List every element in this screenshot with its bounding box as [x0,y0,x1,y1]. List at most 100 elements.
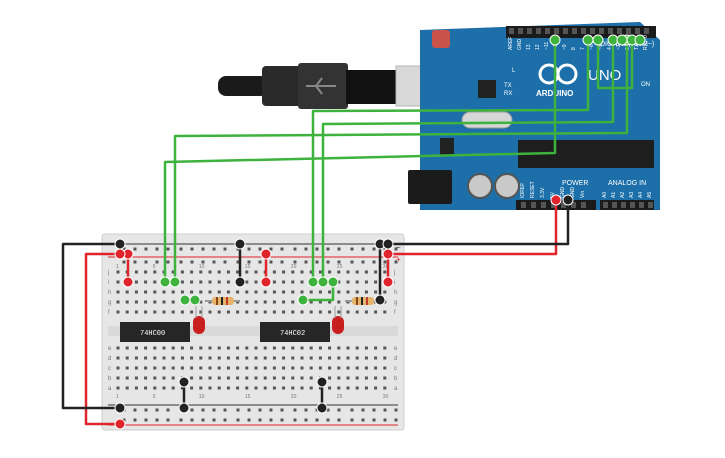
breadboard-hole[interactable] [318,300,322,304]
breadboard-hole[interactable] [364,346,368,350]
breadboard-hole[interactable] [263,346,267,350]
rail-hole[interactable] [144,260,148,264]
breadboard-hole[interactable] [282,376,286,380]
reset-button[interactable] [432,30,450,48]
breadboard-hole[interactable] [328,376,332,380]
rail-hole[interactable] [372,408,376,412]
wire-endpoint[interactable] [562,194,574,206]
breadboard-hole[interactable] [190,280,194,284]
breadboard-hole[interactable] [226,280,230,284]
breadboard-hole[interactable] [199,366,203,370]
wire-endpoint[interactable] [634,34,646,46]
breadboard-hole[interactable] [346,376,350,380]
breadboard-hole[interactable] [282,290,286,294]
breadboard-hole[interactable] [153,280,157,284]
breadboard-hole[interactable] [208,270,212,274]
rail-hole[interactable] [315,247,319,251]
rail-hole[interactable] [350,247,354,251]
header-pin[interactable] [572,28,577,34]
rail-hole[interactable] [212,247,216,251]
breadboard-hole[interactable] [236,346,240,350]
rail-hole[interactable] [212,260,216,264]
breadboard-hole[interactable] [263,310,267,314]
header-pin[interactable] [590,28,595,34]
breadboard-hole[interactable] [125,310,129,314]
resistor-1[interactable] [205,297,240,305]
breadboard-hole[interactable] [263,366,267,370]
breadboard-hole[interactable] [134,310,138,314]
breadboard-hole[interactable] [236,356,240,360]
breadboard-hole[interactable] [291,356,295,360]
breadboard-hole[interactable] [300,356,304,360]
rail-hole[interactable] [258,408,262,412]
rail-hole[interactable] [280,260,284,264]
breadboard-hole[interactable] [272,386,276,390]
breadboard-hole[interactable] [318,366,322,370]
breadboard-hole[interactable] [374,280,378,284]
breadboard-hole[interactable] [171,346,175,350]
rail-hole[interactable] [372,418,376,422]
breadboard-hole[interactable] [346,280,350,284]
breadboard-hole[interactable] [374,290,378,294]
breadboard-hole[interactable] [272,280,276,284]
breadboard-hole[interactable] [190,310,194,314]
breadboard-hole[interactable] [318,356,322,360]
breadboard-hole[interactable] [153,346,157,350]
rail-hole[interactable] [223,260,227,264]
wire-endpoint[interactable] [317,276,329,288]
wire-endpoint[interactable] [178,402,190,414]
wire-endpoint[interactable] [159,276,171,288]
rail-hole[interactable] [293,408,297,412]
breadboard-hole[interactable] [383,376,387,380]
breadboard-hole[interactable] [272,270,276,274]
rail-hole[interactable] [269,260,273,264]
breadboard-hole[interactable] [300,310,304,314]
breadboard-hole[interactable] [254,310,258,314]
breadboard-hole[interactable] [254,300,258,304]
breadboard-hole[interactable] [162,346,166,350]
breadboard-hole[interactable] [337,300,341,304]
rail-hole[interactable] [166,260,170,264]
breadboard-hole[interactable] [162,310,166,314]
rail-hole[interactable] [280,408,284,412]
breadboard-hole[interactable] [199,376,203,380]
rail-hole[interactable] [269,418,273,422]
rail-hole[interactable] [236,418,240,422]
header-pin[interactable] [563,28,568,34]
breadboard-hole[interactable] [144,310,148,314]
breadboard-hole[interactable] [162,356,166,360]
breadboard-hole[interactable] [364,376,368,380]
breadboard-hole[interactable] [282,366,286,370]
breadboard-hole[interactable] [134,386,138,390]
breadboard-hole[interactable] [217,356,221,360]
rail-hole[interactable] [236,408,240,412]
breadboard-hole[interactable] [144,300,148,304]
led-2[interactable] [332,306,344,334]
breadboard-hole[interactable] [346,290,350,294]
rail-hole[interactable] [315,260,319,264]
breadboard-hole[interactable] [337,346,341,350]
wire-endpoint[interactable] [114,418,126,430]
rail-hole[interactable] [122,247,126,251]
breadboard-hole[interactable] [162,366,166,370]
breadboard-hole[interactable] [116,290,120,294]
breadboard-hole[interactable] [236,290,240,294]
breadboard-hole[interactable] [180,270,184,274]
breadboard-hole[interactable] [144,290,148,294]
breadboard-hole[interactable] [236,270,240,274]
breadboard-hole[interactable] [190,346,194,350]
breadboard-hole[interactable] [383,270,387,274]
rail-hole[interactable] [361,408,365,412]
breadboard-hole[interactable] [318,290,322,294]
rail-hole[interactable] [326,408,330,412]
breadboard-hole[interactable] [337,356,341,360]
rail-hole[interactable] [179,247,183,251]
breadboard-hole[interactable] [355,366,359,370]
breadboard-hole[interactable] [328,290,332,294]
breadboard-hole[interactable] [217,280,221,284]
breadboard-hole[interactable] [364,386,368,390]
breadboard-hole[interactable] [171,270,175,274]
header-pin[interactable] [612,202,617,208]
breadboard-hole[interactable] [153,366,157,370]
breadboard-hole[interactable] [272,290,276,294]
